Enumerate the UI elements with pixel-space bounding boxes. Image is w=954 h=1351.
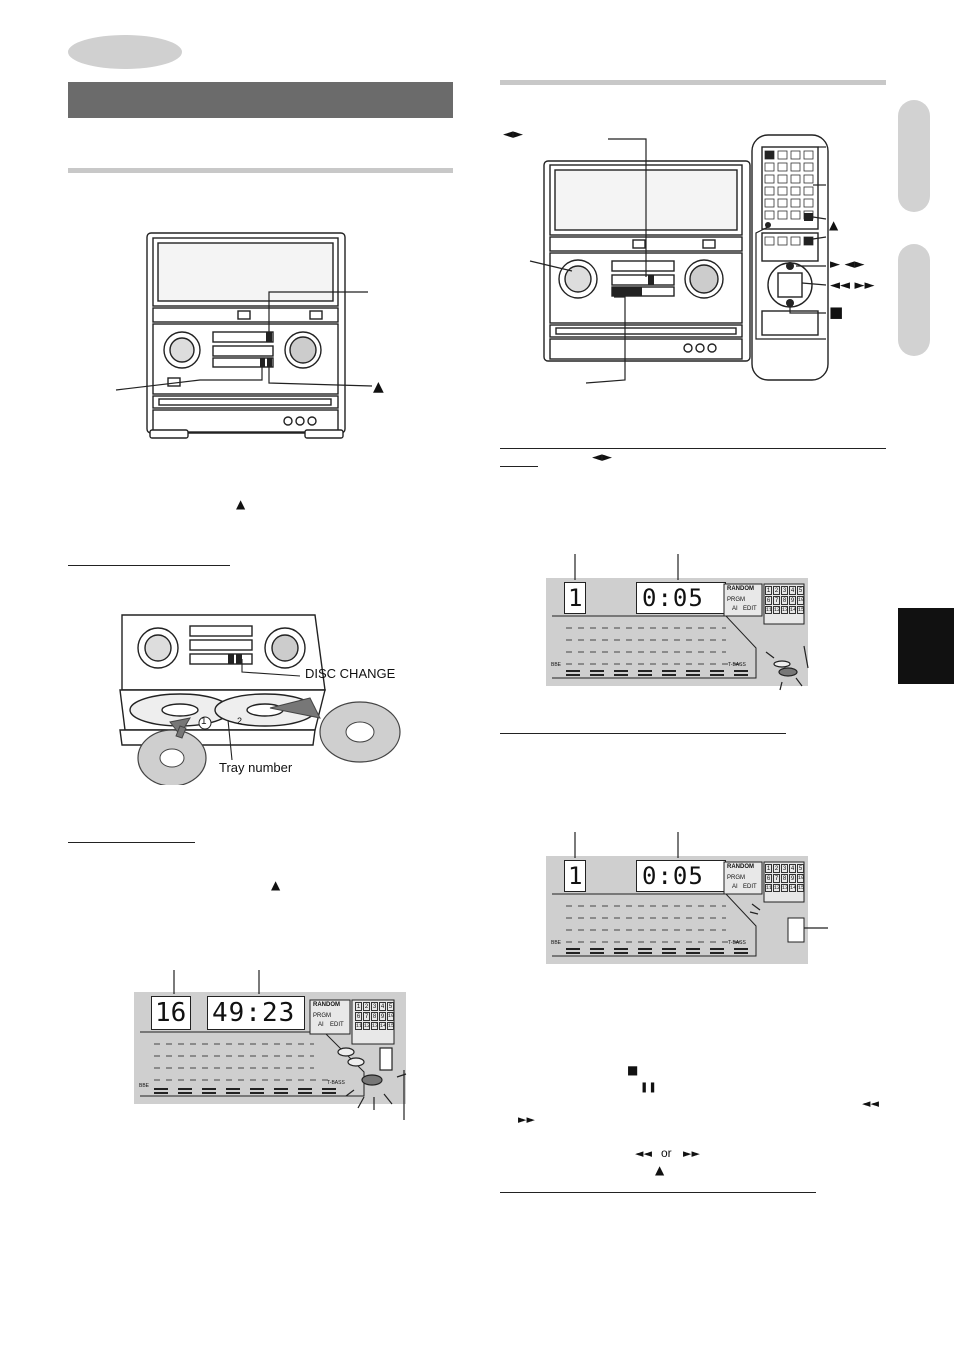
lcd3-leaders [574, 832, 679, 858]
pause-symbol-text: ❚❚ [640, 1082, 657, 1093]
lcd1-prgm: PRGM [313, 1013, 331, 1019]
lcd1-leaders [173, 970, 405, 1120]
right-divider-1 [500, 80, 886, 85]
right-underline-4 [500, 1192, 816, 1193]
eject-symbol-remote: ▲ [829, 218, 839, 232]
right-divider-2 [500, 448, 886, 449]
elapsed-time: 49:23 [212, 998, 296, 1028]
elapsed-time: 0:05 [642, 862, 704, 890]
lcd2-random: RANDOM [727, 586, 754, 592]
or-separator: or [661, 1146, 672, 1160]
rew-symbol-text1: ◄◄ [862, 1097, 879, 1110]
eject-symbol-text1: ▲ [236, 497, 246, 511]
lcd3-tmag: T-BASS [728, 940, 746, 946]
lcd1-ai: AI [318, 1022, 324, 1028]
lcd3-random: RANDOM [727, 864, 754, 870]
lcd2-edit: EDIT [743, 606, 757, 612]
side-black-tab [898, 608, 954, 684]
section-title-bar [68, 82, 453, 118]
stop-symbol-text: ■ [627, 1063, 639, 1077]
disc-change-label: DISC CHANGE [305, 666, 396, 681]
lcd3-track-grid: 1 2 3 4 5 6 7 8 9 10 11 12 13 14 15 [765, 864, 805, 892]
subheading-underline-2 [68, 842, 195, 843]
lcd1-bbe: BBE [139, 1083, 150, 1089]
tray-number-label: Tray number [219, 760, 293, 775]
lcd2-prgm: PRGM [727, 597, 745, 603]
lcd2-track-grid: 1 2 3 4 5 6 7 8 9 10 11 12 13 14 15 [765, 586, 805, 614]
lcd2-bbe: BBE [551, 662, 562, 668]
lcd2-ai: AI [732, 606, 738, 612]
lcd2-tmag: T-BASS [728, 662, 746, 668]
lcd1-track-grid: 1 2 3 4 5 6 7 8 9 10 11 12 13 14 15 [355, 1002, 395, 1030]
lcd1-edit: EDIT [330, 1022, 344, 1028]
side-tab-lower [898, 244, 930, 356]
play-lr-symbol: ► ◄► [830, 257, 865, 272]
cd-tray-figure [119, 614, 401, 785]
tray-marker-2: 2 [237, 716, 243, 726]
elapsed-time: 0:05 [642, 584, 704, 612]
tray-marker-1: 1 [201, 716, 207, 727]
lcd3-ai: AI [732, 884, 738, 890]
track-number: 1 [568, 584, 583, 612]
right-underline-3 [500, 733, 786, 734]
lcd1-random: RANDOM [313, 1002, 340, 1008]
side-tab-upper [898, 100, 930, 212]
lcd2-leaders [574, 554, 679, 580]
ff-symbol-text2: ►► [683, 1147, 700, 1160]
ff-symbol-text1: ►► [518, 1113, 535, 1126]
section-oval-tab [68, 35, 182, 69]
rew-ff-symbol: ◄◄ ►► [830, 278, 875, 293]
subheading-underline-1 [68, 565, 230, 566]
track-number: 1 [568, 862, 583, 890]
stereo-unit-figure-2 [529, 134, 829, 384]
stop-symbol-remote: ■ [829, 303, 844, 321]
stereo-unit-figure [115, 232, 373, 439]
eject-symbol-text2: ▲ [271, 878, 281, 892]
lcd3-bbe: BBE [551, 940, 562, 946]
lcd3-prgm: PRGM [727, 875, 745, 881]
rew-symbol-text2: ◄◄ [635, 1147, 652, 1160]
lcd1-tmag: T-BASS [327, 1080, 345, 1086]
left-divider-1 [68, 168, 453, 173]
eject-symbol-unit: ▲ [373, 379, 384, 395]
track-number: 16 [155, 998, 187, 1028]
lr-symbol-heading: ◄► [592, 450, 612, 465]
lr-symbol-top: ◄► [503, 127, 523, 142]
eject-symbol-text3: ▲ [655, 1163, 665, 1177]
lcd3-edit: EDIT [743, 884, 757, 890]
right-short-underline [500, 466, 538, 467]
